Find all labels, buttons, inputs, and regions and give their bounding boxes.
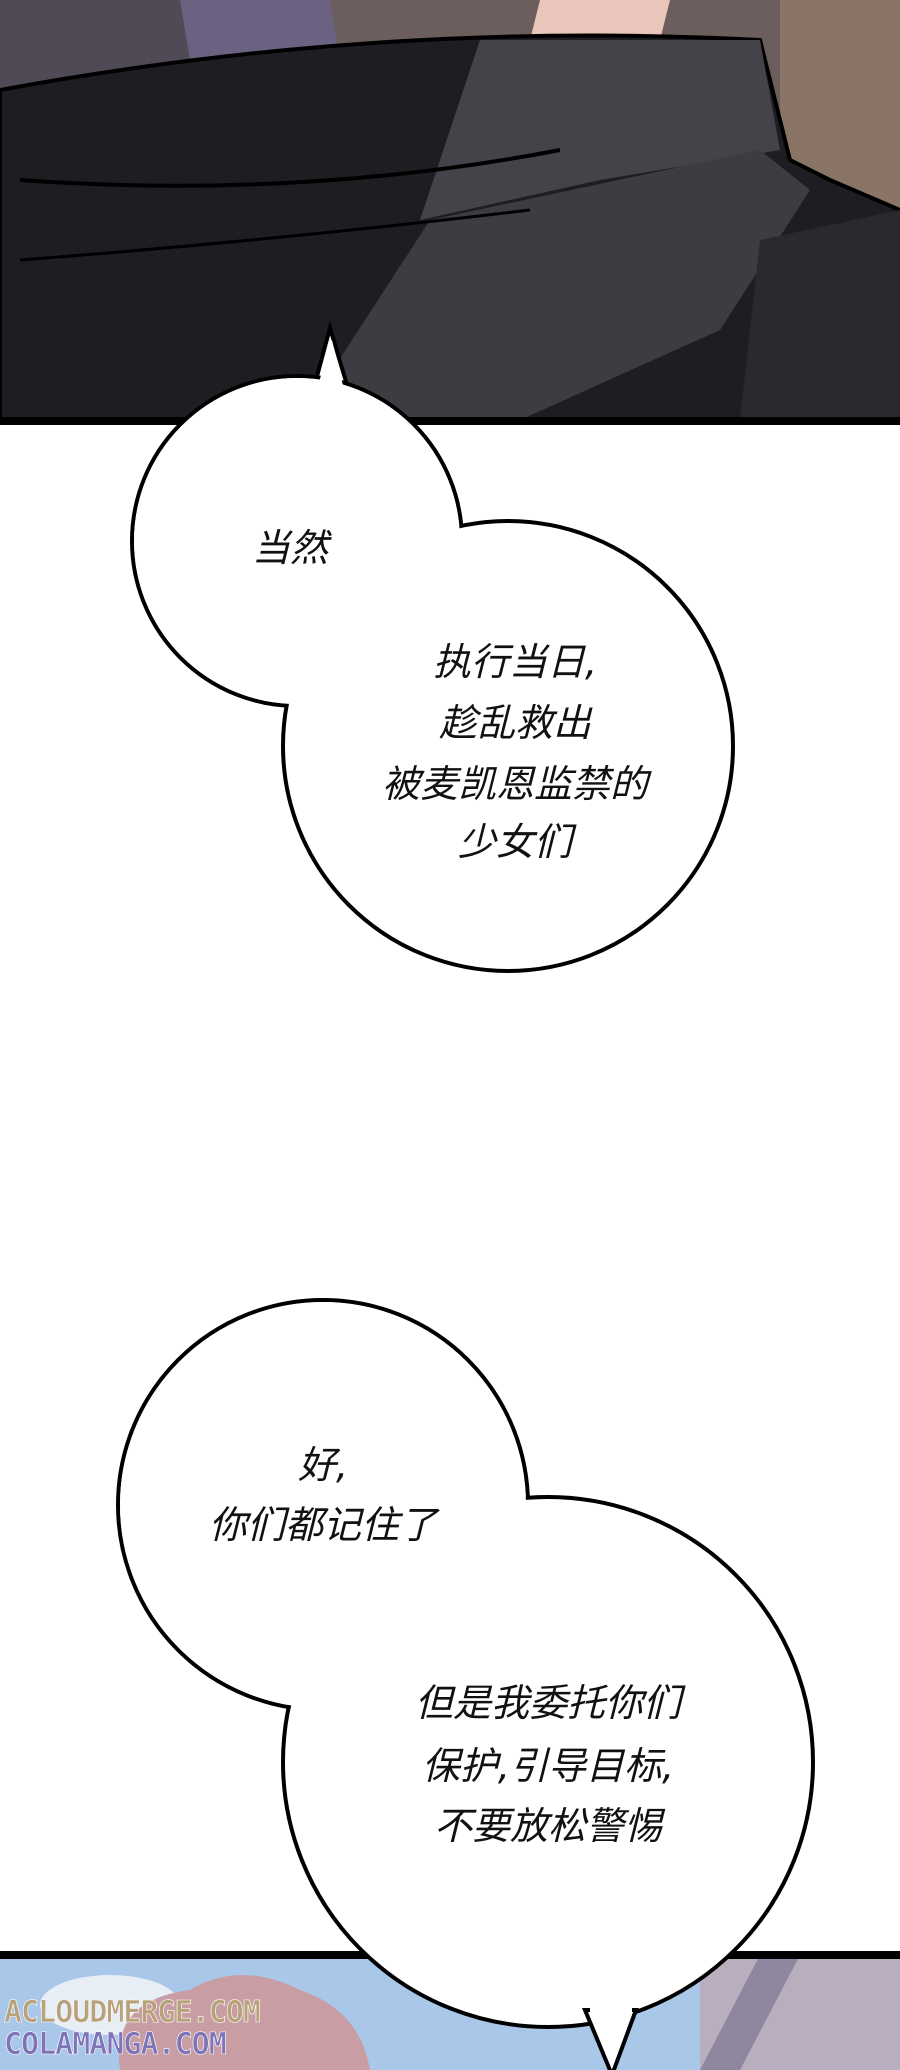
speech-bubble-2	[116, 1298, 815, 2070]
top-panel	[0, 0, 900, 425]
bubble1-text-a: 当然	[251, 526, 329, 570]
bubble2-line: 不要放松警惕	[433, 1804, 663, 1848]
bubble1-line: 趁乱救出	[438, 701, 592, 745]
watermark-line-1: ACLOUDMERGE.COM	[4, 1995, 262, 2030]
speech-bubble-1	[130, 320, 735, 973]
bubble2-line: 你们都记住了	[208, 1503, 438, 1547]
bubble2-line: 但是我委托你们	[414, 1681, 682, 1725]
bubble2-line: 好,	[297, 1443, 349, 1487]
bubble1-line: 被麦凯恩监禁的	[381, 762, 649, 806]
bubble2-line: 保护,引导目标,	[421, 1744, 675, 1788]
bubble1-line: 少女们	[457, 820, 573, 864]
bubble1-line: 执行当日,	[432, 640, 598, 684]
watermark-line-2: COLAMANGA.COM	[4, 2027, 227, 2062]
